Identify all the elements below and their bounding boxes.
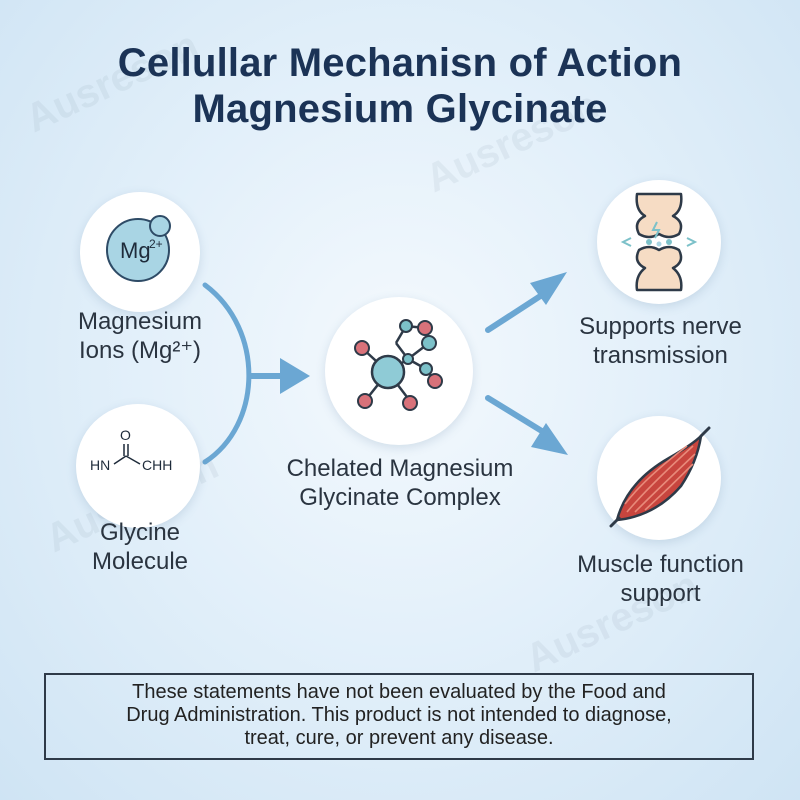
glycine-label-line-1: Glycine xyxy=(99,519,181,546)
muscle-label-line-2: support xyxy=(620,580,701,607)
mg-charge: 2+ xyxy=(149,237,163,251)
nerve-joint-icon xyxy=(620,192,698,292)
muscle-icon xyxy=(609,426,711,528)
complex-label-line-2: Glycinate Complex xyxy=(299,484,501,511)
magnesium-ion-icon: Mg 2+ xyxy=(106,215,171,282)
glycine-left-group: HN xyxy=(90,457,110,473)
nerve-label-line-2: transmission xyxy=(593,342,728,369)
muscle-label-line-1: Muscle function xyxy=(577,551,744,578)
glycine-label: Glycine Molecule xyxy=(40,518,240,576)
complex-label-line-1: Chelated Magnesium xyxy=(286,455,514,482)
glycine-structure-icon: O HN CHH xyxy=(90,427,172,473)
disclaimer-line-2: Drug Administration. This product is not… xyxy=(126,704,672,726)
magnesium-label: Magnesium Ions (Mg²⁺) xyxy=(40,307,240,365)
disclaimer-line-1: These statements have not been evaluated… xyxy=(132,681,666,703)
nerve-label: Supports nerve transmission xyxy=(553,312,768,370)
nerve-label-line-1: Supports nerve xyxy=(579,313,742,340)
title-line-1: Cellullar Mechanisn of Action xyxy=(117,41,683,85)
molecule-complex-icon xyxy=(354,319,443,411)
nerve-arrow-shaft xyxy=(485,290,548,333)
glycine-right-group: CHH xyxy=(142,457,172,473)
glycine-node xyxy=(76,404,200,528)
nerve-arrow-head xyxy=(530,272,567,305)
muscle-arrow-head xyxy=(531,423,568,455)
magnesium-label-line-1: Magnesium xyxy=(77,308,203,335)
glycine-oxygen: O xyxy=(120,427,131,443)
merge-arrow-head xyxy=(280,358,310,394)
magnesium-label-line-2: Ions (Mg²⁺) xyxy=(78,337,201,364)
page-title: Cellullar Mechanisn of Action Magnesium … xyxy=(0,40,800,132)
glycine-label-line-2: Molecule xyxy=(91,548,189,575)
fda-disclaimer: These statements have not been evaluated… xyxy=(44,673,754,760)
disclaimer-line-3: treat, cure, or prevent any disease. xyxy=(244,727,554,749)
mg-symbol: Mg xyxy=(120,238,151,263)
muscle-label: Muscle function support xyxy=(553,550,768,608)
complex-label: Chelated Magnesium Glycinate Complex xyxy=(270,454,530,512)
title-line-2: Magnesium Glycinate xyxy=(192,87,608,131)
muscle-arrow-shaft xyxy=(485,395,548,436)
